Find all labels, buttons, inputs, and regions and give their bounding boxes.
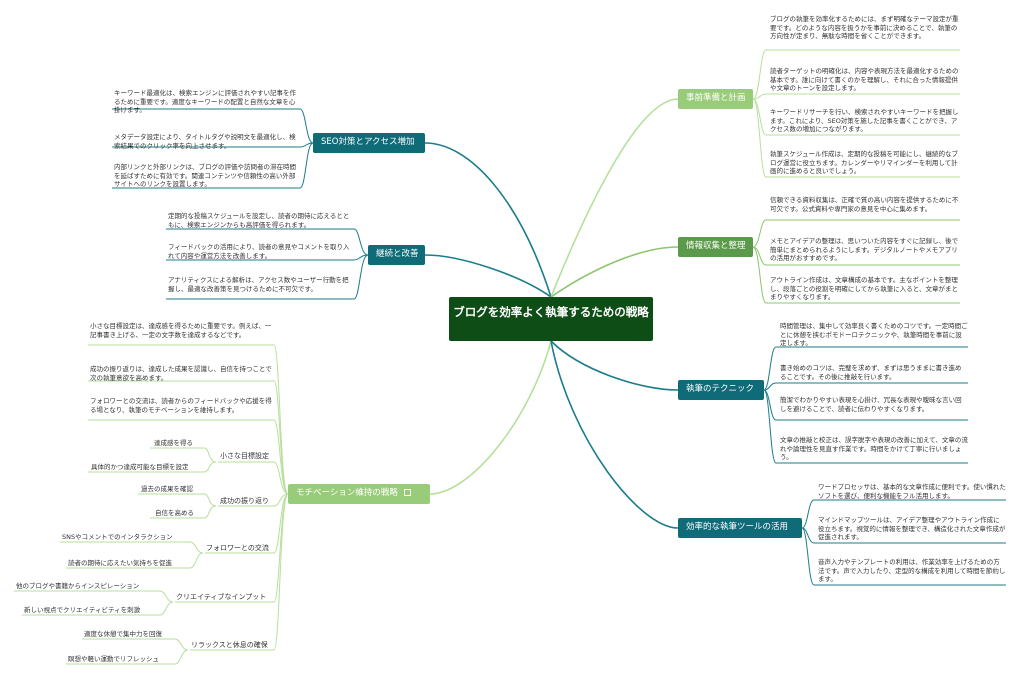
edge-joho	[550, 246, 679, 298]
leaf-junbi-1[interactable]: ブログの執筆を効率化するためには、まず明確なテーマ設定が重要です。どのような内容…	[770, 15, 959, 41]
sub-success-review[interactable]: 成功の振り返り	[220, 497, 269, 505]
edge-tools	[550, 340, 679, 529]
sub-follower-exchange[interactable]: フォロワーとの交流	[206, 544, 269, 552]
sub-follower-exchange-child-2[interactable]: 読者の期待に応えたい気持ちを促進	[68, 559, 172, 567]
sub-creative-input[interactable]: クリエイティブなインプット	[176, 593, 267, 601]
sub-creative-input-child-1[interactable]: 他のブログや書籍からインスピレーション	[16, 582, 140, 590]
branch-junbi[interactable]: 事前準備と計画	[678, 89, 753, 109]
branch-tools[interactable]: 効率的な執筆ツールの活用	[678, 518, 802, 538]
leaf-keizoku-1[interactable]: 定期的な投稿スケジュールを設定し、読者の期待に応えるとともに、検索エンジンからも…	[168, 212, 350, 229]
sub-relax-rest-child-1[interactable]: 適度な休憩で集中力を回復	[84, 630, 162, 638]
branch-motivation[interactable]: モチベーション維持の戦略	[288, 484, 430, 504]
sub-creative-input-child-2[interactable]: 新しい視点でクリエイティビティを刺激	[24, 606, 141, 614]
edge-technique	[550, 340, 679, 391]
branch-motivation-label: モチベーション維持の戦略	[296, 488, 398, 498]
sub-small-goals-child-1[interactable]: 達成感を得る	[154, 439, 193, 447]
branch-keizoku-label: 継続と改善	[376, 249, 419, 259]
leaf-technique-4[interactable]: 文章の推敲と校正は、誤字脱字や表現の改善に加えて、文章の流れや論理性を見直す作業…	[780, 436, 968, 462]
leaf-seo-3[interactable]: 内部リンクと外部リンクは、ブログの評価や訪問者の滞在時間を延ばすために有効です。…	[114, 163, 296, 189]
leaf-junbi-2[interactable]: 読者ターゲットの明確化は、内容や表現方法を最適化するための基本です。誰に向けて書…	[770, 67, 959, 93]
edge-motivation	[429, 340, 552, 495]
sub-small-goals-child-2[interactable]: 具体的かつ達成可能な目標を設定	[91, 463, 189, 471]
edge-keizoku	[424, 254, 552, 298]
edge-junbi	[550, 98, 679, 298]
sub-small-goals[interactable]: 小さな目標設定	[220, 452, 269, 460]
sub-success-review-child-2[interactable]: 自信を高める	[155, 509, 194, 517]
leaf-joho-3[interactable]: アウトライン作成は、文章構成の基本です。主なポイントを整理し、段落ごとの役割を明…	[770, 276, 958, 302]
leaf-technique-2[interactable]: 書き始めのコツは、完璧を求めず、まずは思うままに書き進めることです。その後に推敲…	[780, 364, 962, 381]
branch-joho-label: 情報収集と整理	[686, 241, 746, 251]
branch-technique[interactable]: 執筆のテクニック	[678, 380, 764, 400]
leaf-technique-3[interactable]: 簡潔でわかりやすい表現を心掛け、冗長な表現や曖昧な言い回しを避けることで、読者に…	[780, 396, 962, 413]
leaf-junbi-3[interactable]: キーワードリサーチを行い、検索されやすいキーワードを把握します。これにより、SE…	[770, 108, 959, 134]
sub-relax-rest-child-2[interactable]: 瞑想や軽い運動でリフレッシュ	[68, 655, 159, 663]
leaf-tools-1[interactable]: ワードプロセッサは、基本的な文章作成に便利です。使い慣れたソフトを選び、便利な機…	[818, 483, 1006, 500]
leaf-joho-2[interactable]: メモとアイデアの整理は、思いついた内容をすぐに記録し、後で簡単にまとめられるよう…	[770, 237, 959, 263]
edge-seo	[424, 142, 552, 298]
branch-tools-label: 効率的な執筆ツールの活用	[686, 522, 789, 532]
note-icon	[403, 489, 411, 496]
leaf-motivation-1[interactable]: 小さな目標設定は、達成感を得るために重要です。例えば、一記事書き上げる、一定の文…	[90, 322, 272, 339]
leaf-seo-2[interactable]: メタデータ設定により、タイトルタグや説明文を最適化し、検索結果でのクリック率を向…	[114, 133, 296, 150]
leaf-motivation-2[interactable]: 成功の振り返りは、達成した成果を認識し、自信を持つことで次の執筆意欲を高めます。	[90, 365, 272, 382]
leaf-tools-3[interactable]: 音声入力やテンプレートの利用は、作業効率を上げるための方法です。声で入力したり、…	[818, 558, 1006, 584]
leaf-keizoku-2[interactable]: フィードバックの活用により、読者の意見やコメントを取り入れて内容や運営方法を改善…	[168, 243, 350, 260]
leaf-keizoku-3[interactable]: アナリティクスによる解析は、アクセス数やユーザー行動を把握し、最適な改善策を見つ…	[168, 276, 349, 293]
branch-junbi-label: 事前準備と計画	[686, 93, 746, 103]
leaf-junbi-4[interactable]: 執筆スケジュール作成は、定期的な投稿を可能にし、継続的なブログ運営に役立ちます。…	[770, 150, 959, 176]
branch-seo[interactable]: SEO対策とアクセス増加	[313, 133, 425, 153]
leaf-technique-1[interactable]: 時間管理は、集中して効率良く書くためのコツです。一定時間ごとに休憩を挟むポモドー…	[780, 322, 968, 348]
sub-follower-exchange-child-1[interactable]: SNSやコメントでのインタラクション	[62, 533, 173, 541]
branch-seo-label: SEO対策とアクセス増加	[321, 137, 415, 147]
leaf-tools-2[interactable]: マインドマップツールは、アイデア整理やアウトライン作成に役立ちます。視覚的に情報…	[818, 516, 1006, 542]
leaf-motivation-3[interactable]: フォロワーとの交流は、読者からのフィードバックや応援を得る場となり、執筆のモチベ…	[90, 397, 272, 414]
central-topic[interactable]: ブログを効率よく執筆するための戦略	[449, 297, 653, 341]
branch-technique-label: 執筆のテクニック	[686, 384, 755, 394]
leaf-seo-1[interactable]: キーワード最適化は、検索エンジンに評価されやすい記事を作るために重要です。適度な…	[114, 89, 296, 115]
branch-joho[interactable]: 情報収集と整理	[678, 237, 753, 257]
sub-success-review-child-1[interactable]: 過去の成果を確認	[141, 485, 193, 493]
branch-keizoku[interactable]: 継続と改善	[368, 245, 425, 265]
leaf-joho-1[interactable]: 信頼できる資料収集は、正確で質の高い内容を提供するために不可欠です。公式資料や専…	[770, 196, 959, 213]
sub-relax-rest[interactable]: リラックスと休息の確保	[191, 641, 268, 649]
